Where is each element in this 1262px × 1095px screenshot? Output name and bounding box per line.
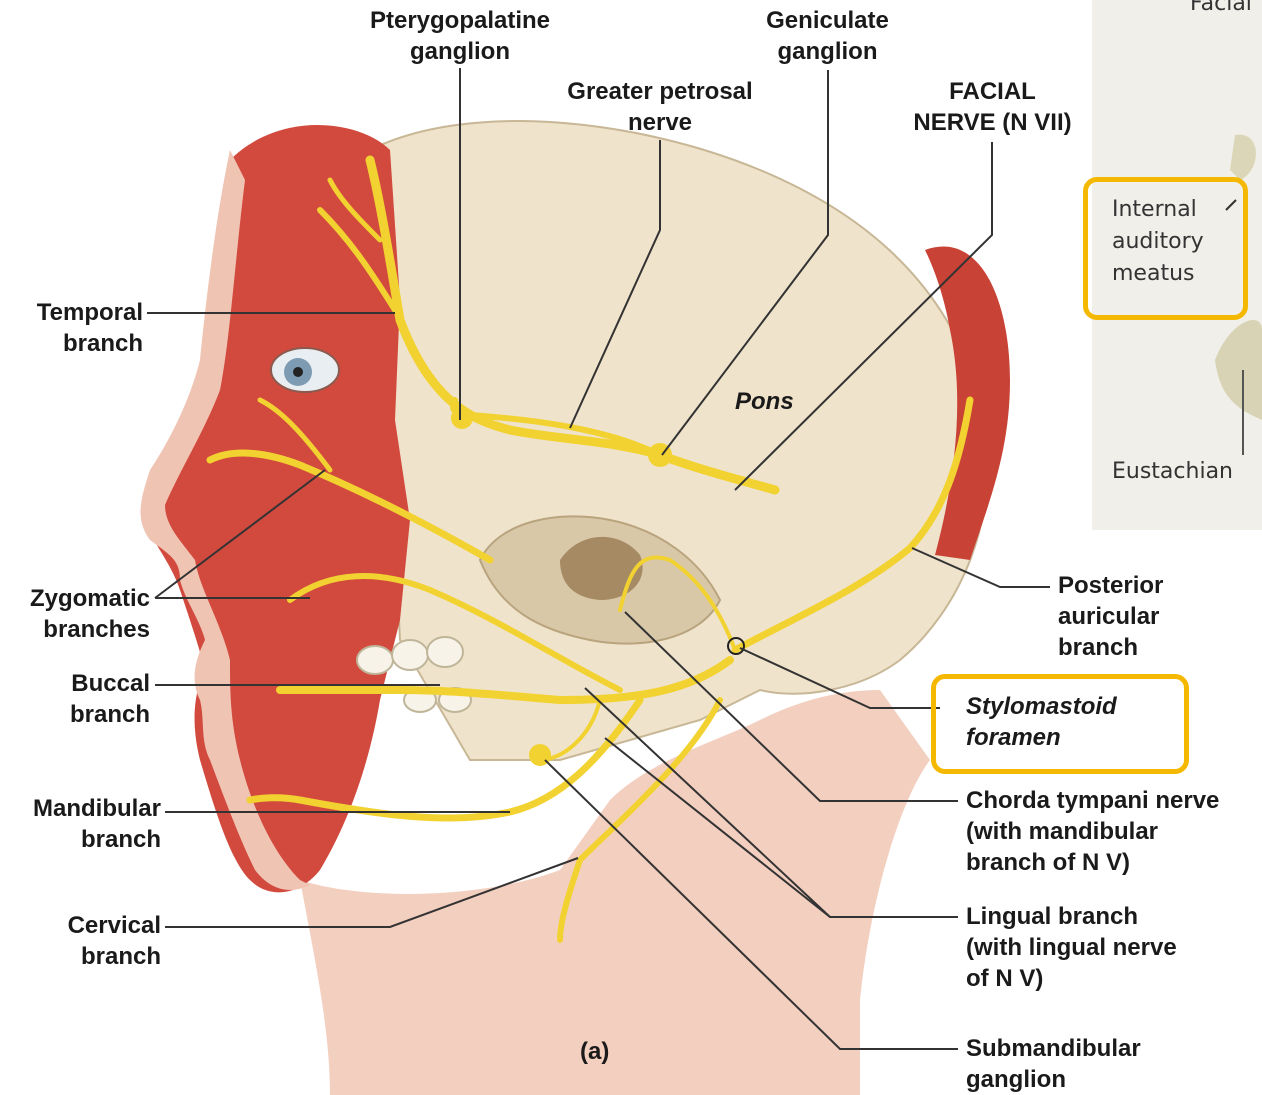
label-mandibular-branch: Mandibular branch bbox=[0, 793, 161, 855]
label-geniculate-ganglion: Geniculate ganglion bbox=[730, 5, 925, 67]
face-muscles bbox=[145, 125, 410, 892]
label-pons: Pons bbox=[735, 386, 794, 417]
label-facial-nerve: FACIAL NERVE (N VII) bbox=[895, 76, 1090, 138]
label-posterior-auricular-branch: Posterior auricular branch bbox=[1058, 570, 1163, 663]
label-eustachian: Eustachian bbox=[1112, 456, 1233, 488]
label-temporal-branch: Temporal branch bbox=[0, 297, 143, 359]
pupil bbox=[293, 367, 303, 377]
figure-label: (a) bbox=[580, 1036, 609, 1067]
label-lingual-branch: Lingual branch (with lingual nerve of N … bbox=[966, 901, 1177, 994]
label-internal-auditory-meatus: Internal auditory meatus bbox=[1112, 194, 1204, 290]
label-pterygopalatine-ganglion: Pterygopalatine ganglion bbox=[345, 5, 575, 67]
label-cervical-branch: Cervical branch bbox=[0, 910, 161, 972]
label-submandibular-ganglion: Submandibular ganglion bbox=[966, 1033, 1141, 1095]
label-greater-petrosal-nerve: Greater petrosal nerve bbox=[540, 76, 780, 138]
label-buccal-branch: Buccal branch bbox=[0, 668, 150, 730]
neck bbox=[300, 690, 930, 1095]
label-chorda-tympani-nerve: Chorda tympani nerve (with mandibular br… bbox=[966, 785, 1219, 878]
inset-top-text: Facial bbox=[1190, 0, 1252, 20]
pterygopalatine-ganglion-mark bbox=[451, 407, 473, 429]
label-stylomastoid-foramen: Stylomastoid foramen bbox=[966, 691, 1117, 753]
label-zygomatic-branches: Zygomatic branches bbox=[0, 583, 150, 645]
